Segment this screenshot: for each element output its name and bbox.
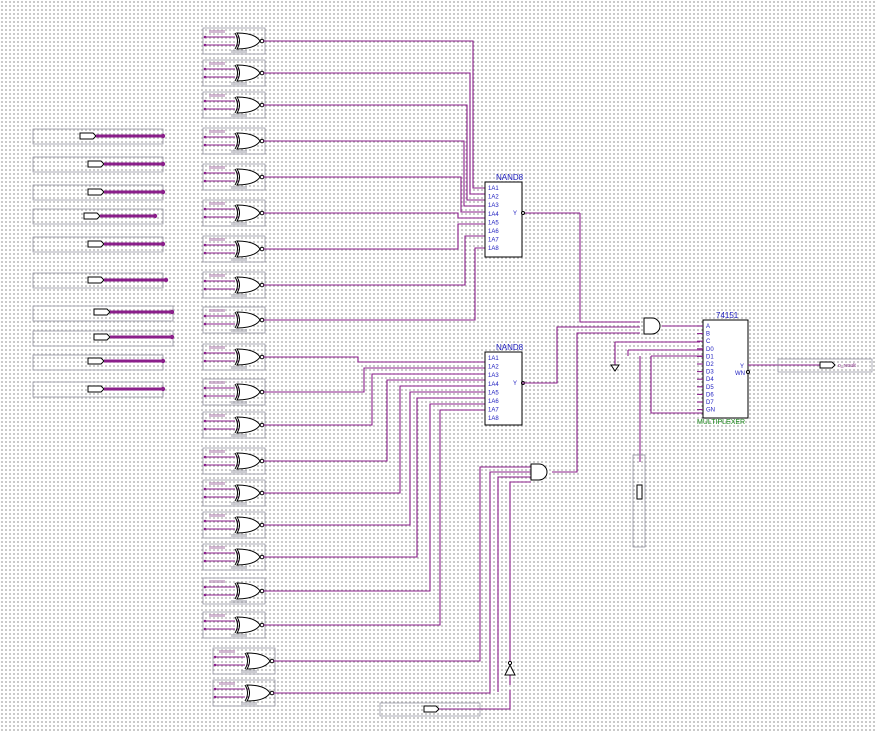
nand-input-label: 1A2 xyxy=(488,195,499,201)
output-label: o_result xyxy=(838,363,856,369)
xnor-gate[interactable] xyxy=(202,447,266,475)
svg-text:Y: Y xyxy=(513,381,517,387)
input-pin[interactable] xyxy=(32,208,164,225)
mux-input-label: D1 xyxy=(706,354,714,360)
nand-input-label: 1A4 xyxy=(488,212,499,218)
mux-part-label: 74151 xyxy=(716,311,739,320)
nand-block-top[interactable]: NAND8 1A1 1A2 1A3 1A4 1A5 1A6 1A7 1A8 Y xyxy=(484,173,580,258)
xnor-gate[interactable] xyxy=(202,543,266,571)
wires-to-nand xyxy=(263,40,531,694)
mux-input-label: D2 xyxy=(706,362,714,368)
xnor-gate-column xyxy=(202,27,276,707)
xnor-gate[interactable] xyxy=(202,378,266,406)
xnor-gate[interactable] xyxy=(202,479,266,507)
control-input-pin[interactable] xyxy=(379,690,511,717)
nand-input-label: 1A8 xyxy=(488,416,499,422)
nand-input-label: 1A4 xyxy=(488,382,499,388)
vertical-input-pin[interactable] xyxy=(632,454,646,548)
mux-input-label: GN xyxy=(706,408,715,414)
xnor-gate[interactable] xyxy=(202,271,266,299)
mux-input-label: D4 xyxy=(706,377,714,383)
nand-title: NAND8 xyxy=(496,173,524,182)
xnor-gate[interactable] xyxy=(202,91,266,119)
nand-input-label: 1A6 xyxy=(488,399,499,405)
xnor-gate[interactable] xyxy=(202,27,266,55)
input-pin[interactable] xyxy=(32,156,166,173)
xnor-gate[interactable] xyxy=(202,59,266,87)
mux-input-label: C xyxy=(706,339,711,345)
and-gate-lower[interactable] xyxy=(530,463,548,481)
xnor-gate[interactable] xyxy=(212,647,276,675)
xnor-gate[interactable] xyxy=(202,306,266,334)
mux-input-label: D3 xyxy=(706,370,714,376)
nand-input-label: 1A5 xyxy=(488,390,499,396)
input-pin[interactable] xyxy=(32,381,166,398)
input-pin[interactable] xyxy=(32,184,166,201)
nand-title: NAND8 xyxy=(496,343,524,352)
inverter-gate[interactable] xyxy=(504,660,516,676)
mux-kind-label: MULTIPLEXER xyxy=(697,419,745,426)
nand-input-label: 1A7 xyxy=(488,238,499,244)
xnor-gate[interactable] xyxy=(202,343,266,371)
xnor-gate[interactable] xyxy=(202,127,266,155)
input-pin[interactable] xyxy=(32,272,169,289)
xnor-gate[interactable] xyxy=(202,577,266,605)
xnor-gate[interactable] xyxy=(202,235,266,263)
nand-input-label: 1A3 xyxy=(488,373,499,379)
input-pin[interactable] xyxy=(32,305,175,322)
mux-input-label: D7 xyxy=(706,400,714,406)
output-port[interactable]: o_result xyxy=(748,358,873,373)
nand-input-label: 1A8 xyxy=(488,246,499,252)
ground-icon xyxy=(610,364,620,372)
nand-input-label: 1A7 xyxy=(488,408,499,414)
nand-input-label: 1A5 xyxy=(488,220,499,226)
svg-text:Y: Y xyxy=(513,211,517,217)
wires-to-and xyxy=(522,213,705,473)
mux-input-label: D5 xyxy=(706,385,714,391)
mux-input-label: D6 xyxy=(706,392,714,398)
mux-input-label: B xyxy=(706,332,710,338)
and-gate-upper[interactable] xyxy=(643,317,661,335)
nand-input-label: 1A1 xyxy=(488,356,499,362)
nand-input-label: 1A6 xyxy=(488,229,499,235)
nand-block-bottom[interactable]: NAND8 1A1 1A2 1A3 1A4 1A5 1A6 1A7 1A8 Y xyxy=(484,343,525,426)
nand-input-label: 1A3 xyxy=(488,203,499,209)
xnor-gate[interactable] xyxy=(202,163,266,191)
xnor-gate[interactable] xyxy=(212,679,276,707)
input-pin[interactable] xyxy=(32,330,175,347)
mux-input-label: D0 xyxy=(706,347,714,353)
nand-input-label: 1A2 xyxy=(488,365,499,371)
mux-output-label: WN xyxy=(735,371,745,377)
input-pin[interactable] xyxy=(32,128,166,145)
input-pins xyxy=(32,128,175,398)
input-pin[interactable] xyxy=(32,354,166,371)
mux-output-label: Y xyxy=(740,364,744,370)
input-pin[interactable] xyxy=(32,236,166,253)
xnor-gate[interactable] xyxy=(202,199,266,227)
nand-input-label: 1A1 xyxy=(488,186,499,192)
xnor-gate[interactable] xyxy=(202,511,266,539)
mux-input-label: A xyxy=(706,324,710,330)
xnor-gate[interactable] xyxy=(202,611,266,639)
xnor-gate[interactable] xyxy=(202,411,266,439)
